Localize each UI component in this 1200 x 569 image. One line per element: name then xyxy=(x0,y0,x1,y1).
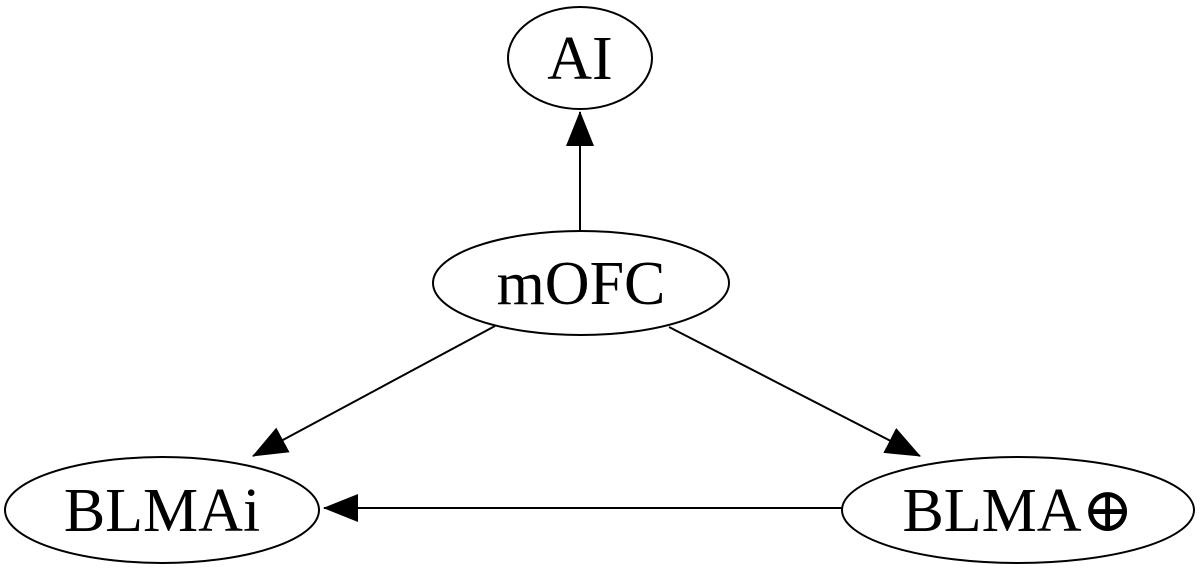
node-mofc-label: mOFC xyxy=(497,250,666,318)
edge-mofc-to-blma-oplus xyxy=(668,326,921,457)
node-mofc xyxy=(432,230,730,336)
edge-mofc-to-blmai xyxy=(252,325,496,457)
node-blma-oplus-label: BLMA⊕ xyxy=(902,477,1133,545)
node-ai-label: AI xyxy=(547,25,612,93)
node-blmai-label: BLMAi xyxy=(64,477,260,545)
node-blma-oplus xyxy=(841,456,1195,564)
node-blmai xyxy=(4,456,320,564)
node-ai xyxy=(507,6,653,110)
